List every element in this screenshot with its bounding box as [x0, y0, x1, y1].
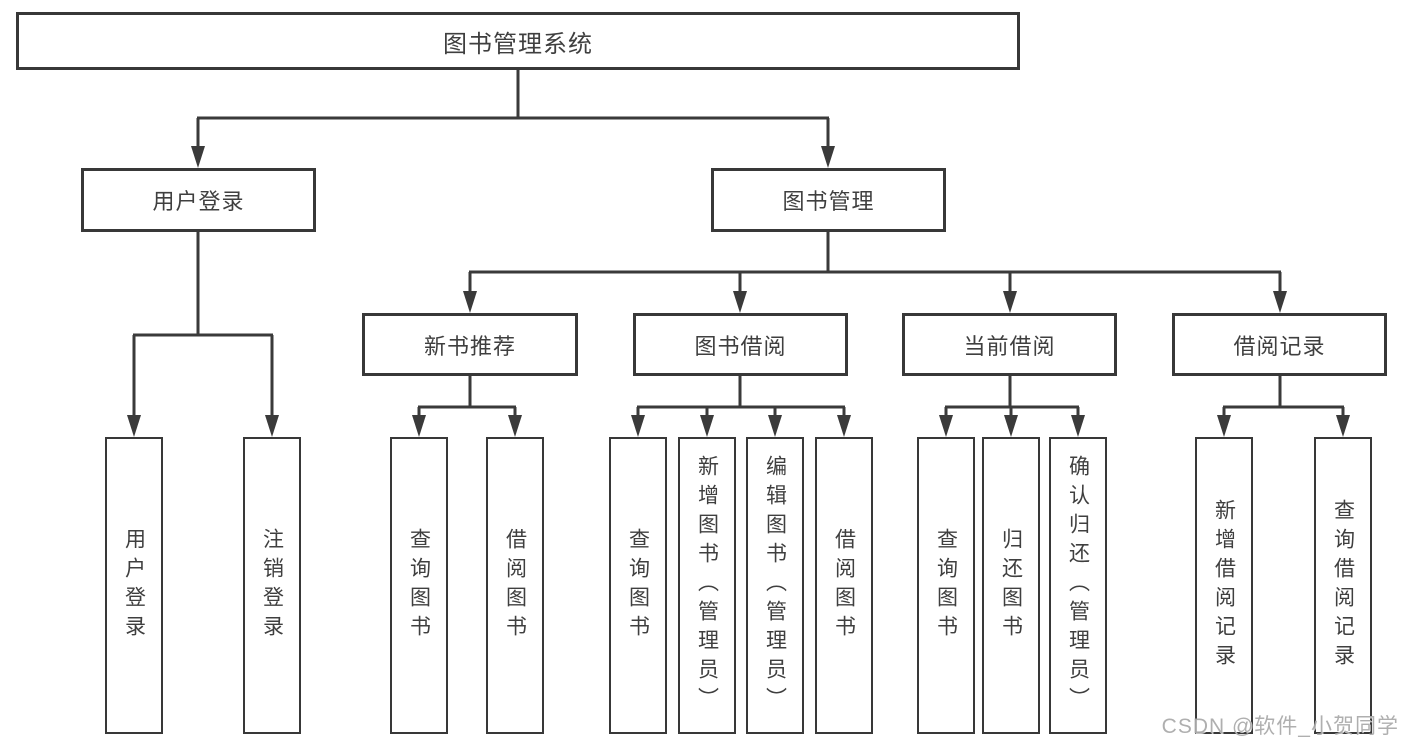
- node-add-book: 新增图书（管理员）: [678, 437, 736, 734]
- arrowhead-icon: [1003, 291, 1017, 313]
- arrowhead-icon: [412, 415, 426, 437]
- node-borrow-book-1: 借阅图书: [486, 437, 544, 734]
- node-new-book-rec: 新书推荐: [362, 313, 578, 376]
- node-return-book: 归还图书: [982, 437, 1040, 734]
- node-query-book-3: 查询图书: [917, 437, 975, 734]
- arrowhead-icon: [1217, 415, 1231, 437]
- node-confirm-return: 确认归还（管理员）: [1049, 437, 1107, 734]
- arrowhead-icon: [191, 146, 205, 168]
- node-root: 图书管理系统: [16, 12, 1020, 70]
- node-query-borrow-record: 查询借阅记录: [1314, 437, 1372, 734]
- node-book-borrow: 图书借阅: [633, 313, 848, 376]
- arrowhead-icon: [768, 415, 782, 437]
- node-add-borrow-record: 新增借阅记录: [1195, 437, 1253, 734]
- arrowhead-icon: [1004, 415, 1018, 437]
- node-query-book-2: 查询图书: [609, 437, 667, 734]
- arrowhead-icon: [939, 415, 953, 437]
- node-edit-book: 编辑图书（管理员）: [746, 437, 804, 734]
- node-borrow-record: 借阅记录: [1172, 313, 1387, 376]
- arrowhead-icon: [821, 146, 835, 168]
- node-user-login: 用户登录: [81, 168, 316, 232]
- arrowhead-icon: [700, 415, 714, 437]
- arrowhead-icon: [733, 291, 747, 313]
- arrowhead-icon: [127, 415, 141, 437]
- arrowhead-icon: [1336, 415, 1350, 437]
- arrowhead-icon: [508, 415, 522, 437]
- arrowhead-icon: [631, 415, 645, 437]
- arrowhead-icon: [1071, 415, 1085, 437]
- node-borrow-book-2: 借阅图书: [815, 437, 873, 734]
- node-logout-op: 注销登录: [243, 437, 301, 734]
- arrowhead-icon: [463, 291, 477, 313]
- watermark-text: CSDN @软件_小贺同学: [1161, 715, 1399, 738]
- node-query-book-1: 查询图书: [390, 437, 448, 734]
- arrowhead-icon: [1273, 291, 1287, 313]
- node-user-login-op: 用户登录: [105, 437, 163, 734]
- node-current-borrow: 当前借阅: [902, 313, 1117, 376]
- node-book-mgmt: 图书管理: [711, 168, 946, 232]
- arrowhead-icon: [837, 415, 851, 437]
- arrowhead-icon: [265, 415, 279, 437]
